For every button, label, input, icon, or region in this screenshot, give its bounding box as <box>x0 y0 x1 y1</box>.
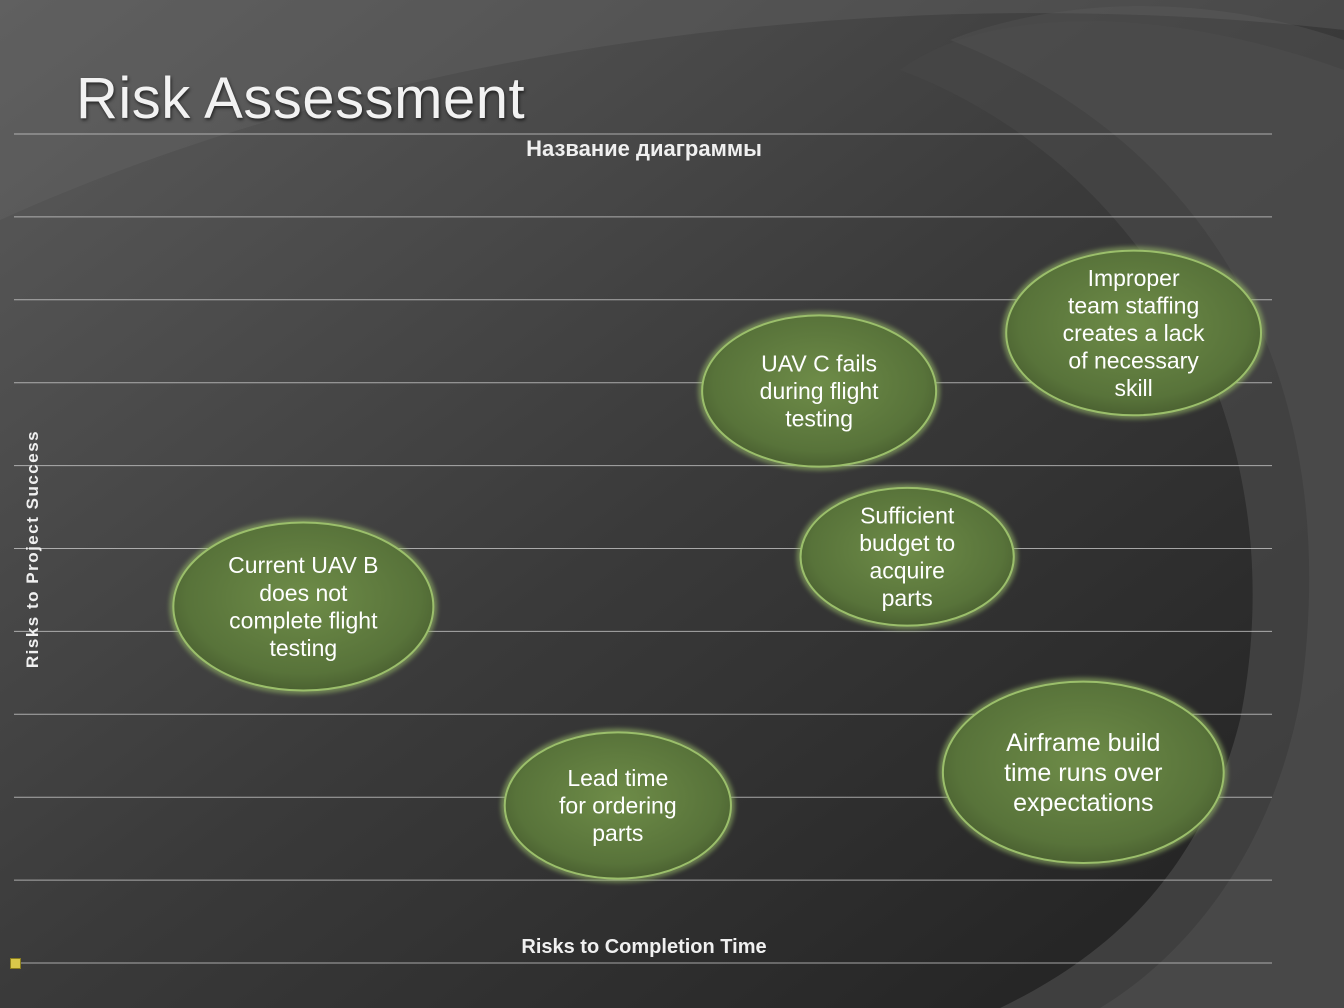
bubble-label-line: skill <box>1114 375 1152 401</box>
bubble-label-line: Sufficient <box>860 502 955 528</box>
bubble-label-line: Lead time <box>567 765 668 791</box>
bubble-label-line: budget to <box>859 530 955 556</box>
bubble-label-line: UAV C fails <box>761 350 877 376</box>
x-axis-label: Risks to Completion Time <box>521 936 767 958</box>
bubble-label-line: does not <box>259 580 348 606</box>
bubble-shape <box>1005 249 1263 417</box>
bubble-label-line: creates a lack <box>1063 320 1205 346</box>
bubble-label-line: acquire <box>869 558 944 584</box>
chart-title: Название диаграммы <box>526 136 762 161</box>
bubble-label-line: parts <box>592 820 643 846</box>
bubble-label-line: time runs over <box>1004 759 1162 787</box>
bubble-label-line: Improper <box>1088 265 1180 291</box>
bubble-shape <box>172 521 435 692</box>
slide-title: Risk Assessment <box>76 66 526 131</box>
bubble-label-line: expectations <box>1013 789 1153 817</box>
bubble-label-line: Airframe build <box>1006 729 1160 757</box>
bubble-shape <box>503 731 732 880</box>
bubble-label-line: complete flight <box>229 607 378 633</box>
bubble-label-line: team staffing <box>1068 292 1199 318</box>
bubble-label-line: for ordering <box>559 793 677 819</box>
bubble-label-line: of necessary <box>1068 348 1199 374</box>
bubble-shape <box>941 680 1225 865</box>
bubble-label-line: testing <box>269 635 337 661</box>
bubble-label-line: during flight <box>760 378 880 404</box>
bubble-shape <box>701 314 938 468</box>
y-axis-label: Risks to Project Success <box>23 429 42 669</box>
bubble-shape <box>799 486 1015 627</box>
bubble-label-line: Current UAV B <box>228 552 378 578</box>
bubble-label-line: parts <box>882 585 933 611</box>
legend-marker-icon <box>10 958 21 969</box>
bubble-label-line: testing <box>785 406 853 432</box>
